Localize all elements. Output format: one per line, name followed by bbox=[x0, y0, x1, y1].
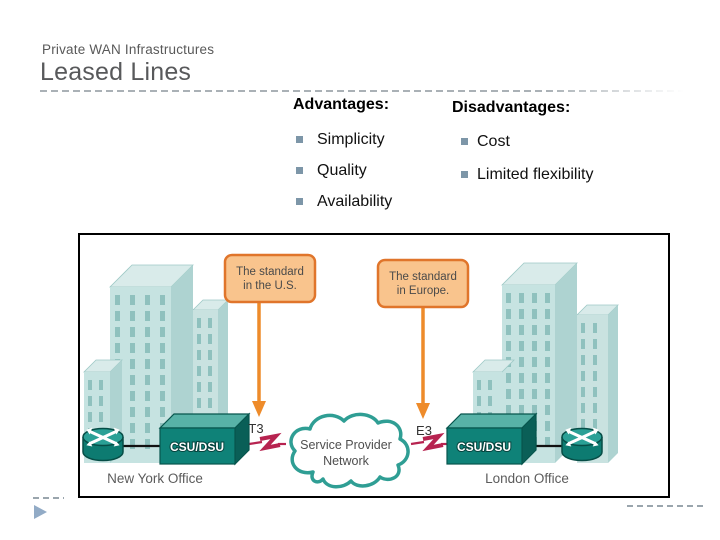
callout-text-line2: in the U.S. bbox=[243, 280, 297, 292]
callout-us: The standard in the U.S. bbox=[223, 253, 317, 417]
bullet-icon bbox=[296, 198, 303, 205]
list-item: Simplicity bbox=[296, 131, 385, 149]
device-top-face bbox=[445, 413, 538, 429]
list-item: Quality bbox=[296, 162, 367, 180]
router-arrowhead bbox=[565, 427, 572, 435]
callout-box bbox=[223, 253, 317, 304]
leased-line-left bbox=[248, 432, 286, 452]
router-arrow bbox=[568, 430, 596, 445]
advantage-item-label: Quality bbox=[317, 162, 367, 179]
list-item: Availability bbox=[296, 193, 392, 211]
csu-dsu-right: CSU/DSU bbox=[445, 412, 538, 466]
callout-box bbox=[376, 258, 470, 309]
site-label-london: London Office bbox=[485, 471, 569, 486]
cloud-label-line2: Network bbox=[323, 454, 370, 468]
router-arrowhead bbox=[86, 441, 93, 447]
footer-dash-left bbox=[33, 497, 64, 499]
router-arrowhead bbox=[113, 427, 120, 435]
bullet-icon bbox=[296, 136, 303, 143]
router-arrowhead bbox=[592, 427, 599, 435]
service-provider-cloud: Service Provider Network bbox=[289, 412, 410, 489]
device-front-face bbox=[446, 427, 523, 465]
router-arrowhead bbox=[113, 441, 120, 447]
link-label-e3: E3 bbox=[416, 423, 432, 438]
bullet-icon bbox=[461, 138, 468, 145]
link-label-t3: T3 bbox=[248, 421, 263, 436]
bullet-icon bbox=[296, 167, 303, 174]
building-side bbox=[608, 305, 618, 463]
router-left-icon bbox=[82, 427, 124, 462]
disadvantage-item-label: Limited flexibility bbox=[477, 166, 594, 183]
site-label-new-york: New York Office bbox=[107, 471, 203, 486]
bullet-icon bbox=[461, 171, 468, 178]
down-arrowhead-icon bbox=[416, 403, 430, 419]
cloud-label-line1: Service Provider bbox=[300, 438, 392, 452]
advantages-heading: Advantages: bbox=[293, 96, 390, 113]
list-item: Cost bbox=[461, 133, 510, 151]
device-front-face bbox=[159, 427, 236, 465]
callout-text-line1: The standard bbox=[236, 266, 304, 278]
cloud-outline bbox=[289, 412, 410, 489]
building-side bbox=[555, 263, 577, 463]
router-arrowhead bbox=[592, 441, 599, 447]
callout-text-line2: in Europe. bbox=[397, 285, 449, 297]
device-top-face bbox=[158, 413, 251, 429]
disadvantage-item-label: Cost bbox=[477, 133, 510, 150]
disadvantages-heading: Disadvantages: bbox=[452, 99, 571, 116]
slide-title: Leased Lines bbox=[40, 58, 192, 86]
lightning-bolt-icon bbox=[422, 432, 445, 452]
csu-dsu-label: CSU/DSU bbox=[170, 440, 224, 454]
serial-line bbox=[410, 440, 425, 446]
advantage-item-label: Availability bbox=[317, 193, 393, 210]
down-arrowhead-icon bbox=[252, 401, 266, 417]
callout-text-line1: The standard bbox=[389, 271, 457, 283]
list-item: Limited flexibility bbox=[461, 166, 593, 184]
footer-dash-right bbox=[627, 505, 705, 507]
csu-dsu-label: CSU/DSU bbox=[457, 440, 511, 454]
router-right-icon bbox=[561, 427, 603, 462]
footer-triangle-icon bbox=[34, 505, 47, 519]
serial-line bbox=[248, 440, 263, 446]
callout-europe: The standard in Europe. bbox=[376, 258, 470, 419]
network-diagram: Service Provider Network CSU/DSU CSU/DSU bbox=[78, 233, 670, 498]
lightning-bolt-icon bbox=[259, 432, 282, 452]
advantage-item-label: Simplicity bbox=[317, 131, 385, 148]
csu-dsu-left: CSU/DSU bbox=[158, 412, 251, 466]
router-arrow bbox=[89, 430, 117, 445]
router-arrowhead bbox=[565, 441, 572, 447]
slide-pretitle: Private WAN Infrastructures bbox=[42, 42, 215, 57]
router-arrowhead bbox=[86, 427, 93, 435]
title-dashed-rule bbox=[40, 90, 690, 92]
